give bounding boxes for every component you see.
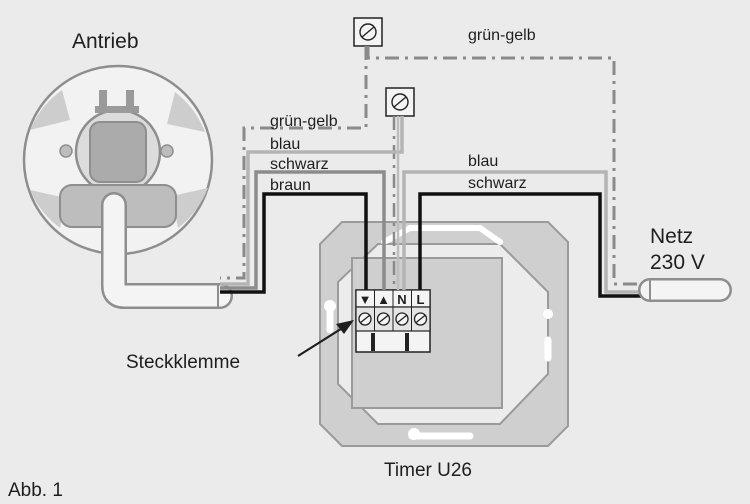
label-black-left: schwarz — [270, 156, 329, 173]
motor-label: Antrieb — [72, 30, 139, 53]
label-blue-left: blau — [270, 136, 300, 153]
label-terminal-callout: Steckklemme — [126, 352, 240, 373]
ground-clamp-middle — [385, 87, 415, 117]
label-brown-left: braun — [270, 177, 311, 194]
wire-brown-left — [220, 192, 368, 294]
label-device: Timer U26 — [384, 460, 472, 481]
wire-black-right — [418, 192, 650, 298]
terminal-down: ▼ — [359, 292, 372, 307]
label-figure: Abb. 1 — [8, 480, 63, 501]
terminal-l: L — [417, 292, 425, 307]
terminal-up: ▲ — [377, 292, 390, 307]
terminal-block: ▼ ▲ N L — [355, 289, 431, 353]
label-mains-1: Netz — [650, 225, 693, 248]
label-blue-right: blau — [468, 153, 498, 170]
wire-black-left — [220, 170, 386, 290]
terminal-callout-arrow — [297, 320, 354, 357]
wires — [220, 46, 650, 298]
wire-blue-left — [220, 116, 404, 286]
terminal-n: N — [397, 292, 406, 307]
motor-drive — [22, 64, 233, 309]
label-ground-left: grün-gelb — [270, 113, 338, 130]
wire-blue-right — [402, 170, 650, 294]
label-ground-top: grün-gelb — [468, 27, 536, 44]
wire-ground-left — [220, 46, 368, 280]
label-mains-2: 230 V — [650, 251, 705, 274]
wire-ground-right — [366, 46, 650, 286]
label-black-right: schwarz — [468, 175, 527, 192]
ground-clamp-top — [353, 17, 383, 47]
mains-cable — [638, 278, 732, 302]
